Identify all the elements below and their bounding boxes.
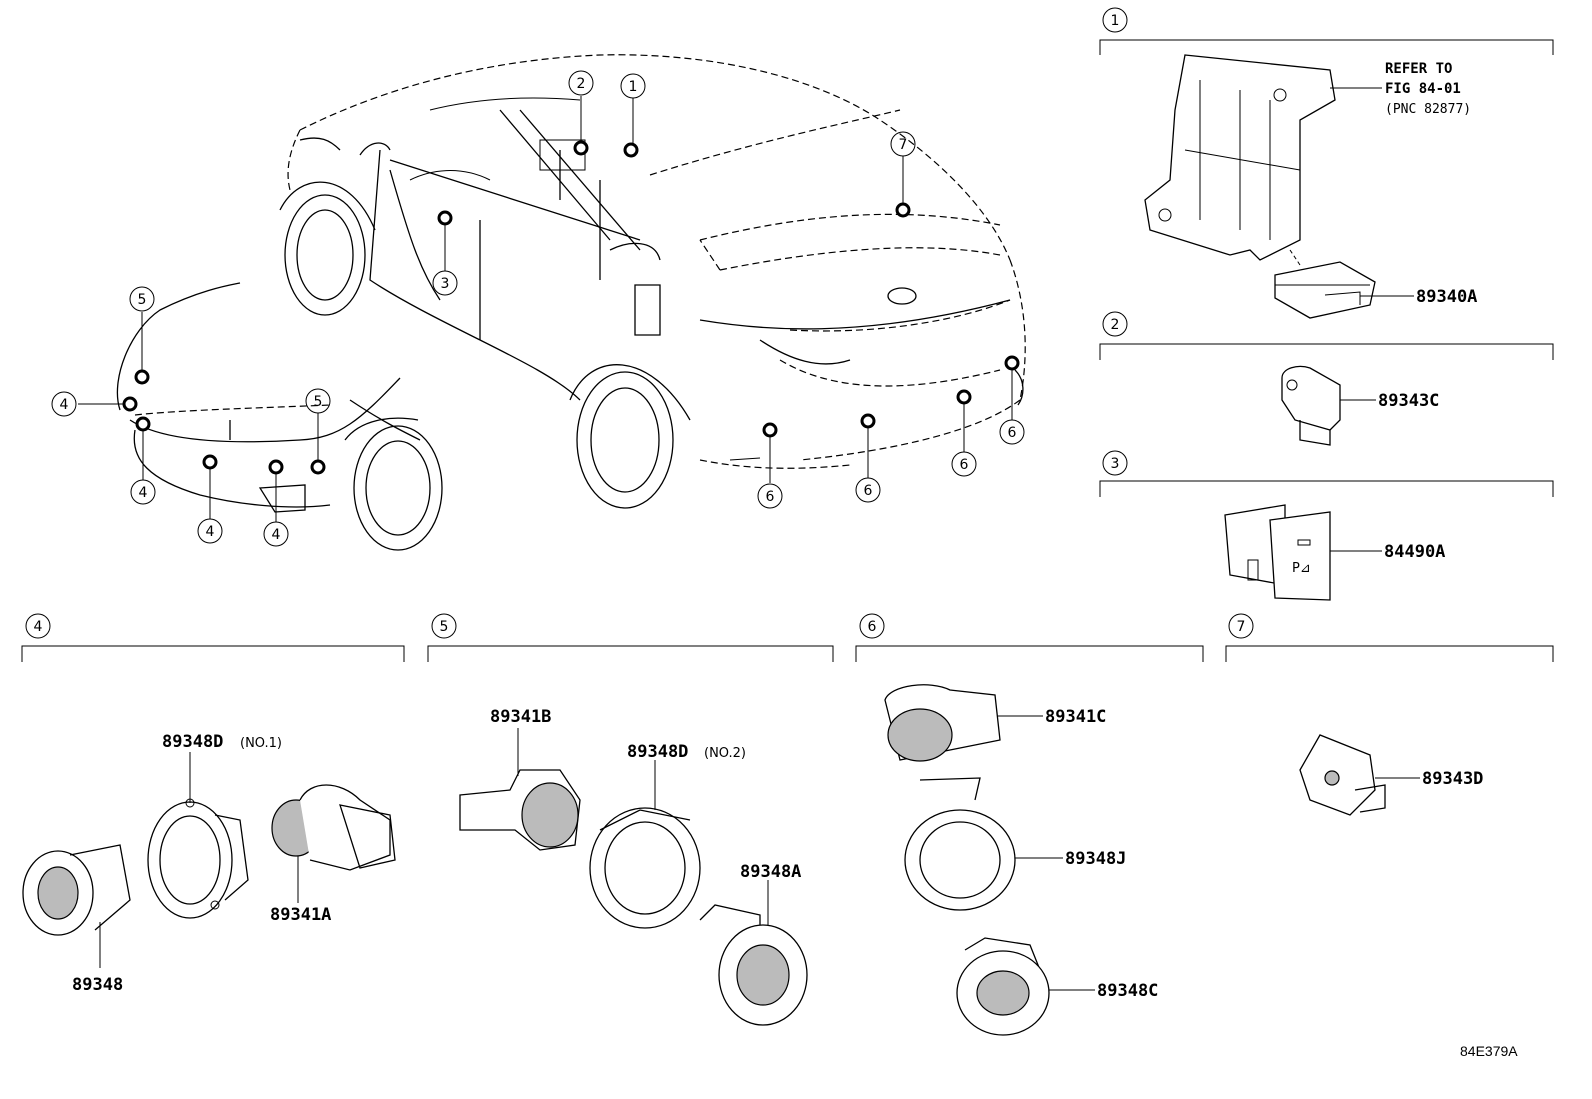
part-89348: 89348 (72, 975, 123, 995)
group-1: 1 89340A REFER TO FIG 84-01 (PNC 82877) (1099, 7, 1554, 319)
svg-text:2: 2 (577, 76, 586, 92)
part-89341C: 89341C (1045, 707, 1106, 727)
group-3: 3 P⊿ 84490A (1099, 450, 1554, 601)
group-5: 5 89341B 89348D (NO.2) 89348A (427, 613, 834, 1026)
callout-3: 3 (432, 270, 458, 296)
part-89341B: 89341B (490, 707, 551, 727)
svg-text:6: 6 (1008, 425, 1017, 441)
callout-6-c: 6 (855, 477, 881, 503)
callout-4-d: 4 (263, 521, 289, 547)
callout-6-b: 6 (951, 451, 977, 477)
svg-text:4: 4 (60, 397, 69, 413)
svg-text:4: 4 (206, 524, 215, 540)
group-4: 4 89348 89348D (NO.1) 89341A (21, 613, 405, 995)
part-89348C: 89348C (1097, 981, 1158, 1001)
figure-code: 84E379A (1460, 1043, 1518, 1059)
vehicle-illustration (116, 54, 1026, 551)
group-4-number: 4 (34, 619, 43, 635)
callout-5-a: 5 (129, 286, 155, 312)
callout-4-c: 4 (197, 518, 223, 544)
group-3-number: 3 (1111, 456, 1120, 472)
ref-note-line2: FIG 84-01 (1385, 81, 1461, 97)
sensor-points (122, 140, 1020, 475)
callout-2-top: 2 (568, 70, 594, 96)
callout-5-b: 5 (305, 388, 331, 414)
callout-7: 7 (890, 131, 916, 157)
svg-text:5: 5 (138, 292, 147, 308)
callout-4-a: 4 (51, 391, 77, 417)
ref-note-line1: REFER TO (1385, 61, 1452, 77)
svg-text:7: 7 (899, 137, 908, 153)
svg-text:5: 5 (314, 394, 323, 410)
vehicle-callouts: 2 1 3 7 6 6 6 6 5 4 4 4 4 5 (51, 70, 1025, 547)
callout-leaders (78, 96, 1013, 522)
svg-text:P⊿: P⊿ (1292, 561, 1311, 576)
svg-text:4: 4 (272, 527, 281, 543)
svg-text:4: 4 (139, 485, 148, 501)
group-7-number: 7 (1237, 619, 1246, 635)
group-1-number: 1 (1111, 13, 1120, 29)
group-2: 2 89343C (1099, 311, 1554, 446)
part-89348J: 89348J (1065, 849, 1126, 869)
callout-6-d: 6 (757, 483, 783, 509)
part-89348D-no1: 89348D (162, 732, 223, 752)
group-2-number: 2 (1111, 317, 1120, 333)
group-7: 7 89343D (1225, 613, 1554, 816)
part-89348D-no2-note: (NO.2) (704, 746, 746, 761)
callout-4-b: 4 (130, 479, 156, 505)
part-89348D-no1-note: (NO.1) (240, 736, 282, 751)
part-89340A: 89340A (1416, 287, 1477, 307)
group-6-number: 6 (868, 619, 877, 635)
part-89348A: 89348A (740, 862, 801, 882)
group-6: 6 89341C 89348J 89348C (855, 613, 1204, 1036)
callout-1-top: 1 (620, 73, 646, 99)
svg-text:1: 1 (629, 79, 638, 95)
svg-text:6: 6 (864, 483, 873, 499)
ref-note-line3: (PNC 82877) (1385, 102, 1471, 117)
part-89343C: 89343C (1378, 391, 1439, 411)
svg-text:6: 6 (766, 489, 775, 505)
group-5-number: 5 (440, 619, 449, 635)
svg-text:6: 6 (960, 457, 969, 473)
svg-text:3: 3 (441, 276, 450, 292)
part-89348D-no2: 89348D (627, 742, 688, 762)
callout-6-a: 6 (999, 419, 1025, 445)
part-89341A: 89341A (270, 905, 331, 925)
part-89343D: 89343D (1422, 769, 1483, 789)
part-84490A: 84490A (1384, 542, 1445, 562)
